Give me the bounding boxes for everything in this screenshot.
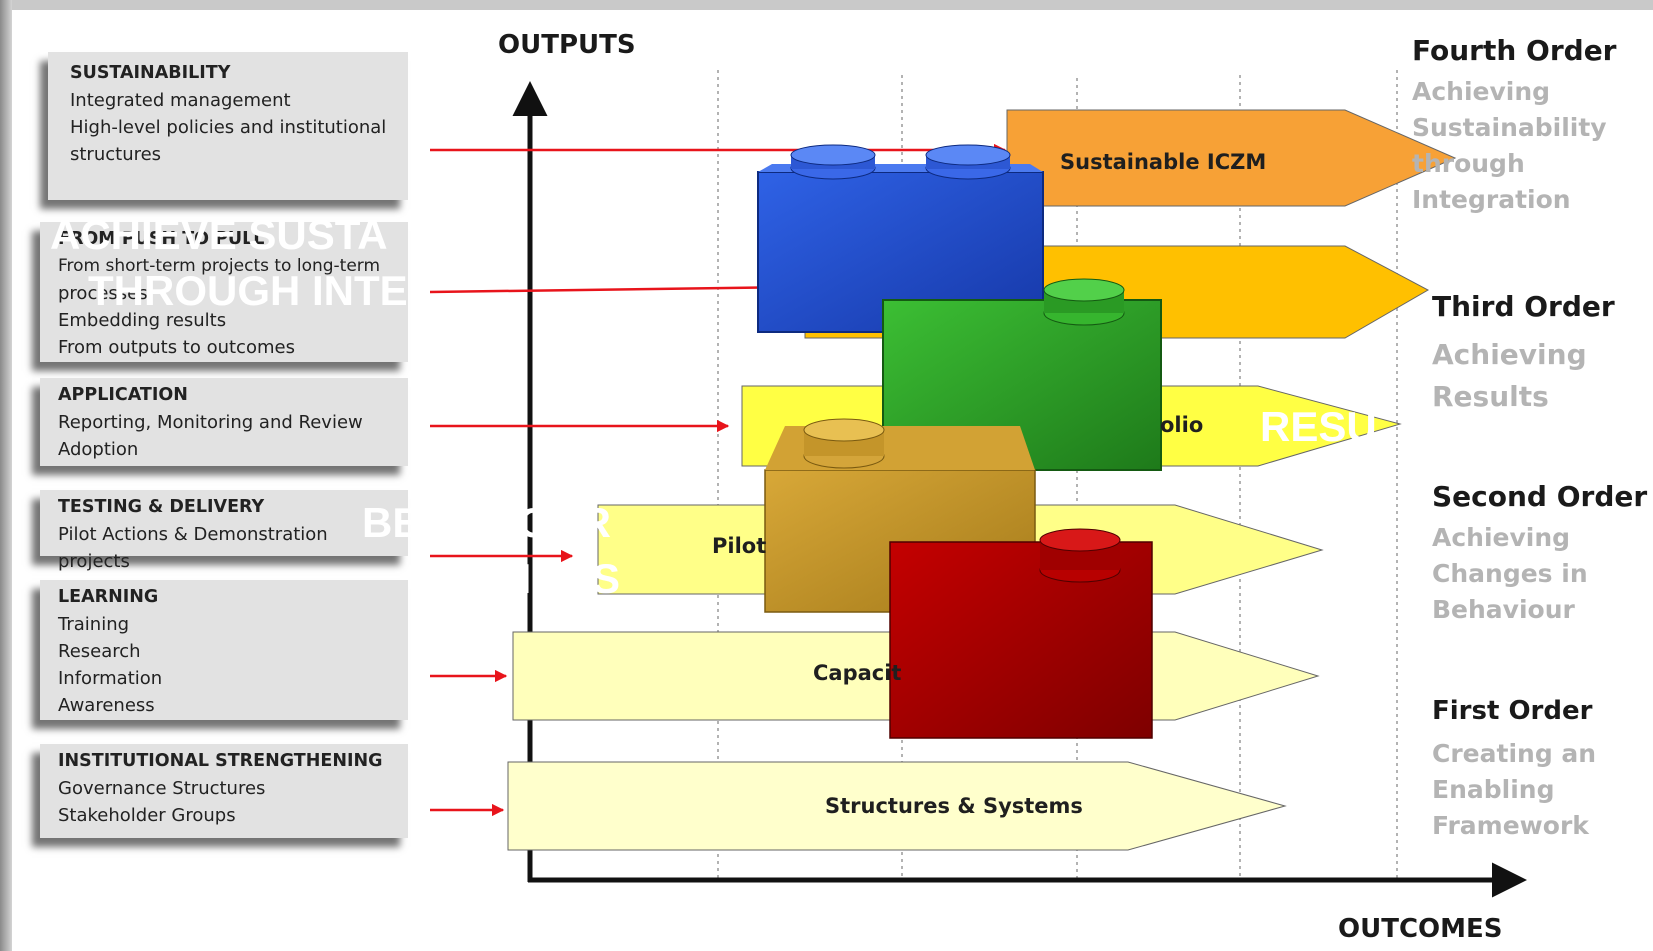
overlay-text-behaviour: BEHAVIOUR (362, 499, 611, 546)
arrow-label: Sustainable ICZM (1060, 150, 1267, 174)
box-learning: LEARNING Training Research Information A… (40, 580, 408, 720)
box-sustainability: SUSTAINABILITY Integrated management Hig… (48, 52, 408, 200)
box-line: High-level policies and institutional (70, 117, 387, 138)
arrow-label: Structures & Systems (825, 794, 1083, 818)
box-application: APPLICATION Reporting, Monitoring and Re… (40, 378, 408, 466)
box-line: Information (58, 668, 163, 689)
order-subtitle-line: Achieving (1412, 77, 1551, 106)
box-line: Integrated management (70, 90, 291, 111)
box-title: TESTING & DELIVERY (58, 497, 265, 517)
box-institutional-strengthening: INSTITUTIONAL STRENGTHENING Governance S… (40, 744, 408, 838)
box-title: FROM PUSH TO PULL (58, 229, 265, 249)
arrow-label: Capacit (813, 661, 902, 685)
box-line: Reporting, Monitoring and Review (58, 412, 363, 433)
box-line: structures (70, 144, 162, 165)
order-subtitle-line: Integration (1412, 185, 1571, 214)
order-subtitle-line: Behaviour (1432, 595, 1575, 624)
arrow-structures-systems (507, 761, 1287, 851)
box-line: Embedding results (58, 310, 227, 331)
box-line: Awareness (58, 695, 155, 716)
connector-arrows (429, 143, 1007, 817)
order-subtitle-second: Achieving Changes in Behaviour (1432, 520, 1588, 628)
order-subtitle-line: Creating an (1432, 739, 1597, 768)
box-title: INSTITUTIONAL STRENGTHENING (58, 751, 383, 771)
box-testing-delivery: TESTING & DELIVERY Pilot Actions & Demon… (40, 490, 408, 572)
overlay-text-achieve: ACHIEVE SUSTA (50, 211, 388, 258)
box-title: LEARNING (58, 587, 159, 607)
order-subtitle-line: Enabling (1432, 775, 1555, 804)
x-axis-label: OUTCOMES (1338, 914, 1503, 944)
order-subtitle-line: through (1412, 149, 1525, 178)
box-line: Research (58, 641, 141, 662)
box-line: From outputs to outcomes (58, 337, 295, 358)
top-frame (0, 0, 1653, 10)
order-subtitle-line: Framework (1432, 811, 1589, 840)
box-line: Stakeholder Groups (58, 805, 236, 826)
overlay-text-through: THROUGH INTE (88, 267, 408, 314)
overlay-text-changes: CHANGES (410, 555, 621, 602)
arrow-label: Pilot (712, 534, 767, 558)
arrow-label: olio (1160, 413, 1204, 437)
order-subtitle-line: Achieving (1432, 338, 1587, 371)
order-subtitle-first: Creating an Enabling Framework (1432, 736, 1596, 844)
box-line: processes (58, 283, 148, 304)
order-subtitle-line: Sustainability (1412, 113, 1607, 142)
overlay-text-results: RESU (1260, 403, 1377, 450)
order-subtitle-third: Achieving Results (1432, 334, 1587, 418)
box-line: Training (58, 614, 130, 635)
order-subtitle-line: Achieving (1432, 523, 1571, 552)
box-push-to-pull: FROM PUSH TO PULL From short-term projec… (40, 222, 408, 362)
box-title: APPLICATION (58, 385, 188, 405)
box-line: Pilot Actions & Demonstration projects (58, 524, 328, 572)
red-brick (889, 528, 1153, 739)
order-title-fourth: Fourth Order (1412, 34, 1617, 67)
order-title-second: Second Order (1432, 480, 1648, 513)
box-title: SUSTAINABILITY (70, 63, 231, 83)
box-line: From short-term projects to long-term (58, 256, 381, 276)
order-title-first: First Order (1432, 696, 1593, 726)
order-subtitle-fourth: Achieving Sustainability through Integra… (1412, 74, 1607, 218)
box-line: Adoption (58, 439, 139, 460)
left-frame (0, 0, 12, 951)
order-subtitle-line: Results (1432, 380, 1549, 413)
box-line: Governance Structures (58, 778, 266, 799)
order-title-third: Third Order (1432, 290, 1615, 323)
order-subtitle-line: Changes in (1432, 559, 1588, 588)
y-axis-label: OUTPUTS (498, 30, 636, 60)
